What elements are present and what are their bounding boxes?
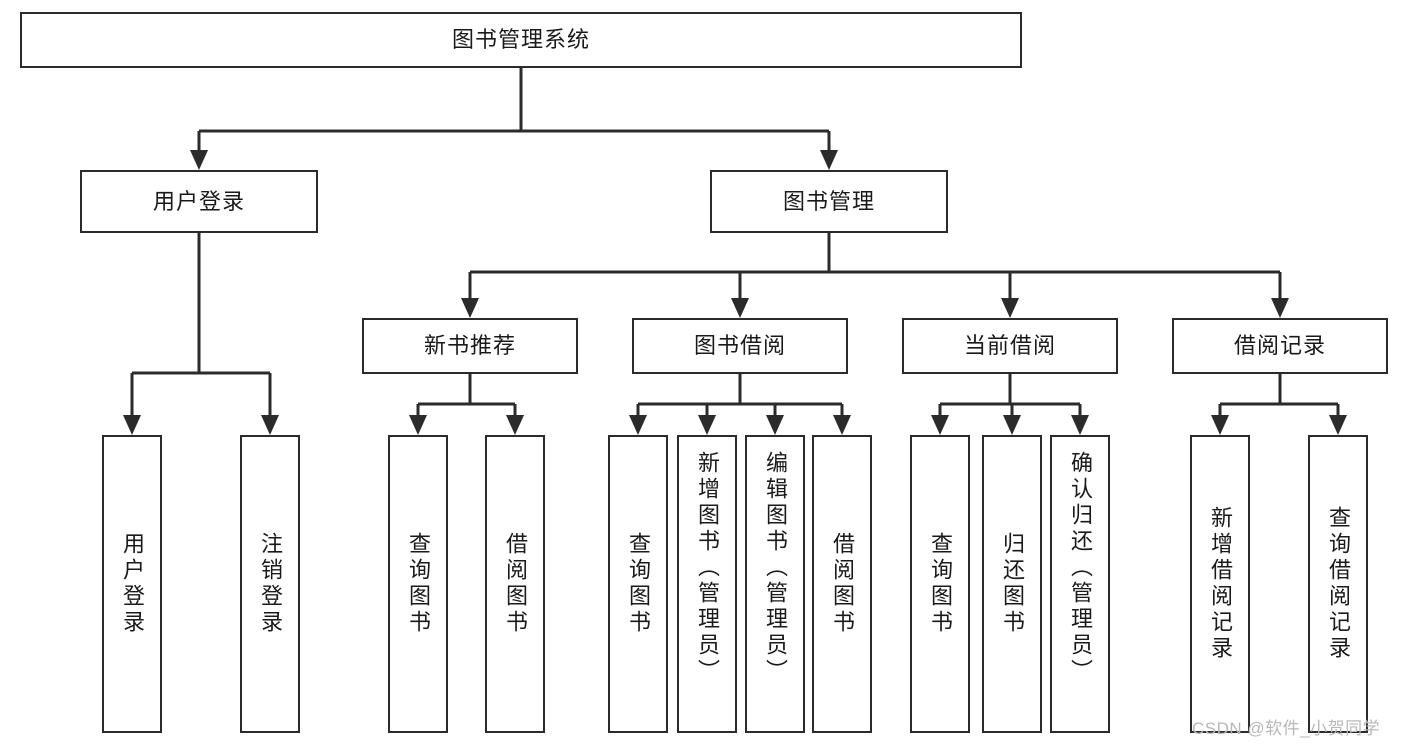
node-label: 确认归还（管理员） [1068,451,1093,685]
node-label: 编辑图书（管理员） [763,451,788,685]
arrowhead-icon [1071,415,1089,435]
node-leaf-query-book-2[interactable]: 查询图书 [608,435,668,733]
node-label: 借阅图书 [503,532,528,636]
node-label: 查询图书 [406,532,431,636]
node-label: 图书管理系统 [451,27,590,53]
node-leaf-query-borrow-record[interactable]: 查询借阅记录 [1308,435,1368,733]
node-leaf-confirm-return[interactable]: 确认归还（管理员） [1050,435,1110,733]
node-book-borrow[interactable]: 图书借阅 [632,318,848,374]
node-label: 查询图书 [928,532,953,636]
arrowhead-icon [1001,298,1019,318]
node-user-login[interactable]: 用户登录 [80,170,318,233]
arrowhead-icon [698,415,716,435]
node-leaf-return-book[interactable]: 归还图书 [982,435,1042,733]
arrowhead-icon [190,150,208,170]
arrowhead-icon [1003,415,1021,435]
arrowhead-icon [1211,415,1229,435]
node-label: 用户登录 [152,188,245,214]
node-leaf-borrow-book-1[interactable]: 借阅图书 [485,435,545,733]
arrowhead-icon [409,415,427,435]
node-book-manage[interactable]: 图书管理 [710,170,948,233]
node-leaf-borrow-book-2[interactable]: 借阅图书 [812,435,872,733]
node-leaf-user-login[interactable]: 用户登录 [102,435,162,733]
node-label: 新增图书（管理员） [695,451,720,685]
node-label: 当前借阅 [963,333,1056,359]
node-borrow-record[interactable]: 借阅记录 [1172,318,1388,374]
node-label: 用户登录 [120,532,145,636]
node-label: 查询图书 [626,532,651,636]
node-label: 注销登录 [258,532,283,636]
arrowhead-icon [820,150,838,170]
node-leaf-user-logout[interactable]: 注销登录 [240,435,300,733]
arrowhead-icon [1271,298,1289,318]
node-leaf-add-borrow-record[interactable]: 新增借阅记录 [1190,435,1250,733]
node-leaf-edit-book[interactable]: 编辑图书（管理员） [745,435,805,733]
node-root[interactable]: 图书管理系统 [20,12,1022,68]
arrowhead-icon [833,415,851,435]
node-leaf-query-book-1[interactable]: 查询图书 [388,435,448,733]
arrowhead-icon [261,415,279,435]
arrowhead-icon [629,415,647,435]
node-label: 图书借阅 [693,333,786,359]
node-leaf-add-book[interactable]: 新增图书（管理员） [677,435,737,733]
node-label: 图书管理 [782,188,875,214]
node-label: 新书推荐 [423,333,516,359]
arrowhead-icon [123,415,141,435]
arrowhead-icon [1329,415,1347,435]
node-leaf-query-book-3[interactable]: 查询图书 [910,435,970,733]
arrowhead-icon [506,415,524,435]
csdn-watermark: CSDN @软件_小贺同学 [1192,719,1381,738]
node-new-book-recommend[interactable]: 新书推荐 [362,318,578,374]
arrowhead-icon [931,415,949,435]
arrowhead-icon [766,415,784,435]
arrowhead-icon [731,298,749,318]
node-label: 归还图书 [1000,532,1025,636]
node-label: 查询借阅记录 [1326,506,1351,662]
node-label: 借阅记录 [1233,333,1326,359]
node-current-borrow[interactable]: 当前借阅 [902,318,1118,374]
node-label: 新增借阅记录 [1208,506,1233,662]
arrowhead-icon [461,298,479,318]
node-label: 借阅图书 [830,532,855,636]
